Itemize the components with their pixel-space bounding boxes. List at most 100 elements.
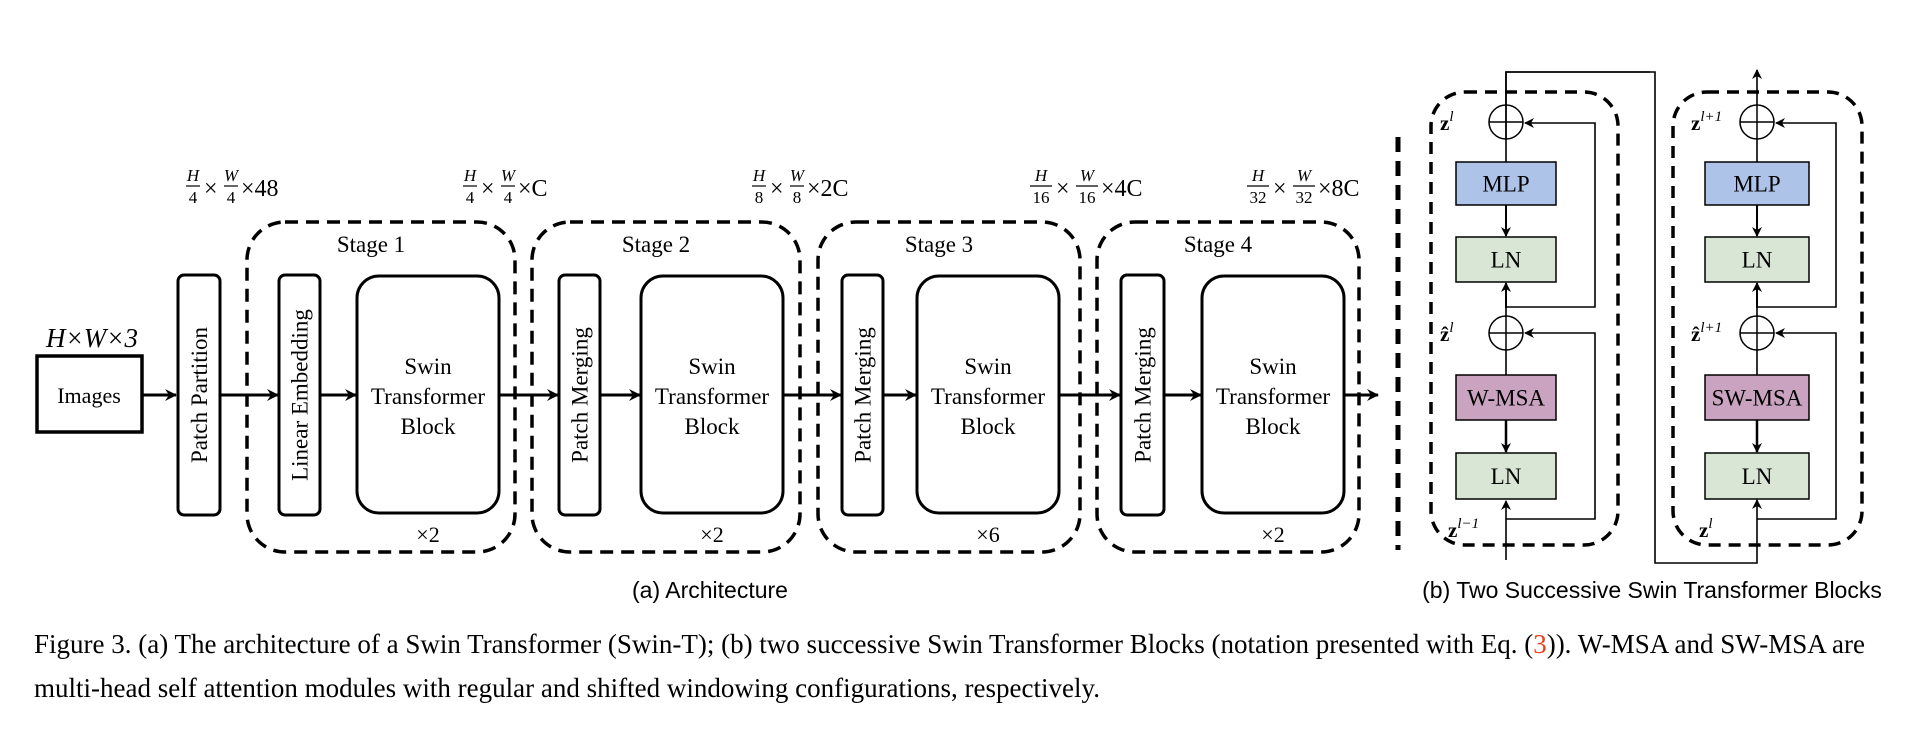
fraction-numerator: H: [463, 166, 478, 185]
swin-block-label-line: Swin: [1249, 354, 1297, 379]
fraction-numerator: W: [501, 166, 517, 185]
swin-block-label-line: Swin: [964, 354, 1012, 379]
swin-block-label-line: Block: [1246, 414, 1301, 439]
stage-title: Stage 1: [337, 232, 405, 257]
stage-boundary: [816, 220, 1082, 554]
layer-norm-box-label: LN: [1491, 248, 1522, 273]
stage-title: Stage 3: [905, 232, 973, 257]
stage-title: Stage 2: [622, 232, 690, 257]
sw-msa-box-label: SW-MSA: [1712, 386, 1803, 411]
z-out-label: zl: [1440, 109, 1454, 135]
stage-2: Stage 2 Patch Merging SwinTransformerBlock…: [499, 220, 802, 554]
layer-norm-box-label: LN: [1491, 464, 1522, 489]
layer-norm-box: [1704, 452, 1810, 500]
layer-norm-box-label: LN: [1742, 248, 1773, 273]
stage-4: Stage 4 Patch Merging SwinTransformerBlock…: [1059, 220, 1379, 554]
stage-boundary: [245, 220, 517, 554]
fraction-numerator: W: [1297, 166, 1313, 185]
swin-block-label-line: Block: [685, 414, 740, 439]
equation-ref-link[interactable]: 3: [1533, 629, 1547, 659]
times-sign: ×: [481, 176, 495, 202]
swin-block-2: MLP LN SW-MSA LN zl+1 ẑl+1 zl: [1671, 90, 1864, 547]
channel-dims: ×C: [518, 176, 548, 202]
z-out-label: zl+1: [1691, 109, 1722, 135]
repeat-count: ×2: [1261, 522, 1284, 547]
mlp-box: [1704, 161, 1810, 206]
figure-caption: Figure 3. (a) The architecture of a Swin…: [34, 622, 1904, 710]
stage-title: Stage 4: [1184, 232, 1253, 257]
fraction-numerator: H: [186, 166, 201, 185]
fraction-numerator: H: [1034, 166, 1049, 185]
z-in-label: zl: [1699, 516, 1713, 542]
fraction-denominator: 4: [189, 188, 198, 207]
residual-skip-line: [1506, 118, 1596, 308]
stage-3: Stage 3 Patch Merging SwinTransformerBlock…: [783, 220, 1082, 554]
fraction-numerator: W: [790, 166, 806, 185]
residual-add-icon: [1488, 315, 1524, 351]
swin-block-label-line: Block: [961, 414, 1016, 439]
mlp-box: [1455, 161, 1557, 206]
fraction-denominator: 16: [1033, 188, 1050, 207]
patch-merging-label: Patch Merging: [851, 327, 876, 463]
stage-boundary: [530, 220, 802, 554]
caption-text-suffix: )). W-MSA and SW-MSA are multi-head self…: [34, 629, 1865, 703]
caption-text-prefix: Figure 3. (a) The architecture of a Swin…: [34, 629, 1534, 659]
residual-add-icon: [1739, 315, 1775, 351]
swin-block-label-line: Transformer: [655, 384, 769, 409]
residual-skip-line: [1757, 328, 1837, 520]
swin-block-label-line: Block: [401, 414, 456, 439]
channel-dims: ×8C: [1318, 176, 1360, 202]
z-hat-label: ẑl+1: [1691, 320, 1722, 346]
feature-dims-label: H16×W16×4C: [1030, 166, 1143, 207]
times-sign: ×: [1056, 176, 1070, 202]
swin-block-label-line: Swin: [404, 354, 452, 379]
fraction-numerator: W: [1080, 166, 1096, 185]
layer-norm-box: [1455, 452, 1557, 500]
fraction-denominator: 32: [1250, 188, 1267, 207]
swin-blocks-panel: MLPLNW-MSALNzlẑlzl−1MLPLNSW-MSALNzl+1ẑl+…: [1429, 69, 1864, 564]
channel-dims: ×4C: [1101, 176, 1143, 202]
feature-dims-label: H 8 × W 8 ×2C: [752, 166, 849, 207]
times-sign: ×: [1273, 176, 1287, 202]
inter-block-connector: [1505, 71, 1650, 139]
fraction-numerator: H: [1251, 166, 1266, 185]
patch-merging-label: Patch Merging: [568, 327, 593, 463]
swin-block-label-line: Transformer: [1216, 384, 1330, 409]
feature-dims-label: H4×W4×48: [186, 166, 279, 207]
z-in-label: zl−1: [1448, 516, 1479, 542]
architecture-panel: H×W×3 Images Patch Partition Stage 1Line…: [35, 166, 1379, 603]
subcaption-architecture: (a) Architecture: [632, 577, 788, 603]
times-sign: ×: [770, 176, 784, 202]
mlp-box-label: MLP: [1733, 172, 1780, 197]
fraction-denominator: 4: [466, 188, 475, 207]
subcaption-blocks: (b) Two Successive Swin Transformer Bloc…: [1422, 577, 1882, 603]
swin-block-label-line: Transformer: [931, 384, 1045, 409]
stage-boundary: [1095, 220, 1361, 554]
z-hat-label: ẑl: [1440, 320, 1454, 346]
linear-embedding-label: Linear Embedding: [288, 309, 313, 481]
feature-dims-label: H32×W32×8C: [1247, 166, 1360, 207]
repeat-count: ×2: [416, 522, 439, 547]
block-boundary: [1671, 90, 1864, 547]
images-box: [35, 354, 144, 434]
block-boundary: [1429, 90, 1620, 547]
residual-skip-line: [1757, 118, 1837, 308]
residual-skip-line: [1506, 328, 1596, 520]
repeat-count: ×6: [976, 522, 999, 547]
inter-block-connector: [1505, 71, 1762, 564]
residual-add-icon: [1739, 104, 1775, 140]
fraction-denominator: 4: [504, 188, 513, 207]
repeat-count: ×2: [700, 522, 723, 547]
feature-dims-label: H 4 × W 4 ×C: [463, 166, 548, 207]
channel-dims: ×48: [241, 176, 279, 202]
fraction-denominator: 8: [755, 188, 764, 207]
channel-dims: ×2C: [807, 176, 849, 202]
layer-norm-box-label: LN: [1742, 464, 1773, 489]
patch-merging-label: Patch Merging: [1131, 327, 1156, 463]
fraction-numerator: H: [752, 166, 767, 185]
fraction-denominator: 8: [793, 188, 802, 207]
swin-block-label-line: Swin: [688, 354, 736, 379]
